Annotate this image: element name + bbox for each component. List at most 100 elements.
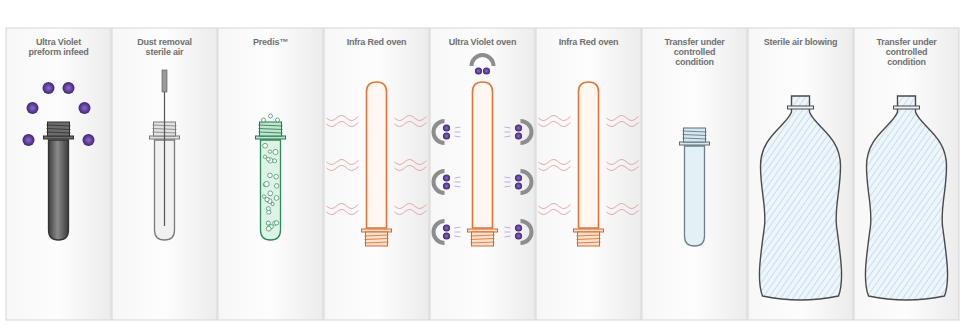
- step-title: Sterile air blowing: [764, 37, 838, 47]
- uv-lamp: [472, 55, 494, 75]
- step-illustration: [23, 82, 95, 240]
- uv-ray: [505, 186, 511, 187]
- preform: [362, 82, 392, 246]
- heat-wave: [327, 160, 359, 165]
- uv-lamp: [434, 121, 461, 143]
- predis-droplet: [264, 181, 269, 186]
- step-illustration: [434, 55, 532, 246]
- predis-droplet: [266, 207, 270, 211]
- uv-dot: [515, 174, 522, 181]
- predis-droplet: [262, 195, 265, 198]
- heat-wave: [395, 160, 427, 165]
- uv-ray: [505, 232, 511, 233]
- process-panel: Infra Red oven: [536, 28, 641, 320]
- heat-wave: [327, 166, 359, 171]
- preform-body: [261, 140, 281, 240]
- panel-background: [430, 28, 535, 320]
- thread: [259, 125, 283, 126]
- predis-droplet: [273, 159, 277, 163]
- uv-ray: [505, 177, 511, 178]
- bottle-outline: [865, 96, 947, 300]
- predis-droplet: [266, 157, 270, 161]
- uv-ray: [505, 136, 511, 137]
- uv-dot: [515, 132, 522, 139]
- preform-body: [367, 82, 387, 228]
- step-title: Predis™: [234, 37, 308, 47]
- heat-wave: [607, 210, 639, 215]
- thread: [471, 242, 495, 243]
- uv-ray: [505, 236, 511, 237]
- heat-wave: [539, 116, 571, 121]
- process-panel: Sterile air blowing: [748, 28, 853, 320]
- thread: [577, 235, 601, 236]
- uv-lamp: [505, 221, 532, 243]
- heat-wave: [395, 116, 427, 121]
- thread: [47, 125, 71, 126]
- predis-droplet: [271, 202, 274, 205]
- predis-droplet: [265, 197, 269, 201]
- thread: [683, 135, 707, 136]
- thread: [259, 132, 283, 133]
- thread: [47, 129, 71, 130]
- uv-ray: [455, 132, 461, 133]
- step-illustration: [680, 128, 710, 246]
- thread: [577, 242, 601, 243]
- uv-ray: [455, 136, 461, 137]
- heat-wave: [327, 122, 359, 127]
- thread: [365, 239, 389, 240]
- illustrations: [23, 55, 948, 300]
- uv-dot: [443, 182, 450, 189]
- process-panel: Predis™: [218, 28, 323, 320]
- uv-ray: [505, 182, 511, 183]
- thread: [47, 132, 71, 133]
- uv-ray: [455, 182, 461, 183]
- predis-droplet: [266, 226, 271, 231]
- predis-droplet: [274, 174, 279, 179]
- step-title: Ultra Violet oven: [446, 37, 520, 47]
- preform-body: [49, 140, 69, 240]
- heat-wave: [539, 122, 571, 127]
- uv-dot: [483, 67, 490, 74]
- thread: [471, 239, 495, 240]
- uv-lamp: [434, 171, 461, 193]
- preform-body: [579, 82, 599, 228]
- uv-dot: [443, 232, 450, 239]
- thread: [365, 242, 389, 243]
- uv-dot: [83, 134, 95, 146]
- heat-wave: [395, 204, 427, 209]
- uv-dot: [515, 124, 522, 131]
- step-title: Infra Red oven: [340, 37, 414, 47]
- preform-neck: [366, 232, 388, 246]
- heat-wave: [539, 204, 571, 209]
- uv-ray: [455, 236, 461, 237]
- predis-droplet: [268, 150, 271, 153]
- uv-dot: [515, 224, 522, 231]
- heat-wave: [395, 122, 427, 127]
- heat-wave: [395, 166, 427, 171]
- predis-droplet: [268, 173, 273, 178]
- panel-background: [6, 28, 111, 320]
- uv-lamp: [505, 121, 532, 143]
- heat-wave: [327, 204, 359, 209]
- preform-neck: [48, 122, 70, 136]
- process-panel: Dust removal sterile air: [112, 28, 217, 320]
- heat-wave: [607, 160, 639, 165]
- uv-dot: [43, 82, 55, 94]
- heat-wave: [607, 166, 639, 171]
- predis-droplet: [262, 118, 266, 122]
- thread: [259, 129, 283, 130]
- preform: [468, 82, 498, 246]
- uv-lamp: [505, 171, 532, 193]
- thread: [365, 235, 389, 236]
- preform: [256, 122, 286, 240]
- uv-ray: [505, 132, 511, 133]
- air-nozzle: [164, 72, 165, 226]
- step-title: Infra Red oven: [552, 37, 626, 47]
- heat-wave: [539, 210, 571, 215]
- predis-droplet: [269, 114, 273, 118]
- uv-dot: [443, 124, 450, 131]
- panel-background: [536, 28, 641, 320]
- preform: [574, 82, 604, 246]
- process-panel: Ultra Violet oven: [430, 28, 535, 320]
